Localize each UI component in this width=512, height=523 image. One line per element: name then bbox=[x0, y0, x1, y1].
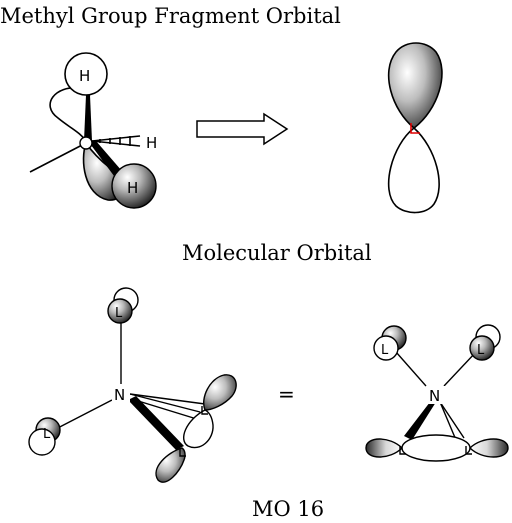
fragment-orbital-title: Methyl Group Fragment Orbital bbox=[0, 4, 341, 28]
mo-left-structure bbox=[49, 320, 237, 483]
hybrid-orbital bbox=[387, 42, 443, 214]
ligand-atom-upper-right bbox=[469, 335, 495, 361]
hydrogen-atom-bottom bbox=[111, 163, 157, 209]
ligand-label-left: L bbox=[43, 427, 51, 442]
ligand-atom-upper-left bbox=[373, 335, 399, 361]
ligand-atom-top bbox=[107, 298, 133, 324]
nitrogen-label-right: N bbox=[429, 387, 440, 405]
equals-sign: = bbox=[278, 382, 295, 406]
hydrogen-label-top: H bbox=[79, 67, 90, 85]
mo-number-caption: MO 16 bbox=[252, 497, 325, 521]
nitrogen-label-left: N bbox=[114, 386, 125, 404]
hydrogen-label-bottom: H bbox=[127, 179, 138, 197]
mo-right-structure bbox=[365, 351, 509, 462]
bond-marker-icon bbox=[410, 123, 420, 134]
ligand-atom-left bbox=[28, 428, 56, 456]
ligand-label-upper-left: L bbox=[381, 343, 389, 358]
hydrogen-label-right: H bbox=[146, 134, 157, 152]
molecular-orbital-title: Molecular Orbital bbox=[182, 241, 372, 265]
hydrogen-atom-top bbox=[64, 52, 108, 96]
transform-arrow-icon bbox=[196, 112, 289, 146]
carbon-atom bbox=[79, 136, 93, 150]
ligand-label-upper-right: L bbox=[477, 343, 485, 358]
ligand-label-top: L bbox=[115, 306, 123, 321]
